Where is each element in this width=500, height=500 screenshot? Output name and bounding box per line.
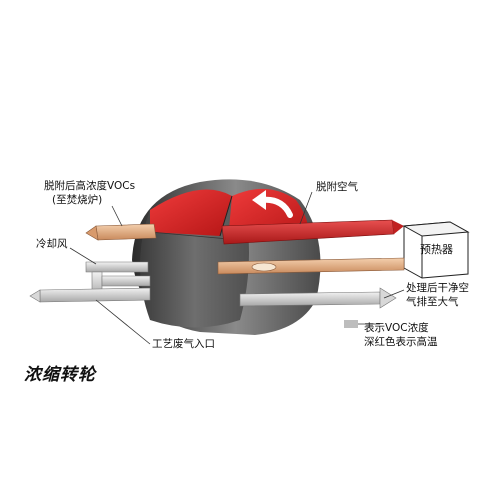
clean-air-outlet-duct (239, 287, 397, 309)
desorption-air-duct (221, 219, 404, 245)
cooling-air-duct (85, 261, 151, 297)
label-desorbed-voc-line2: (至焚烧炉) (52, 194, 103, 206)
process-inlet-duct (29, 287, 151, 303)
label-desorbed-voc-line1: 脱附后高浓度VOCs (44, 180, 136, 192)
label-legend-line2: 深红色表示高温 (364, 336, 438, 348)
label-clean-air-line1: 处理后干净空 (406, 282, 469, 294)
label-legend-line1: 表示VOC浓度 (364, 322, 429, 334)
label-process-inlet: 工艺废气入口 (152, 338, 215, 350)
label-preheater: 预热器 (420, 243, 453, 256)
heated-air-return-duct (217, 257, 405, 275)
legend-swatch (344, 320, 358, 328)
rotation-arrow-icon (252, 190, 293, 218)
label-cooling-air: 冷却风 (36, 238, 68, 250)
voc-outlet-duct (85, 223, 157, 241)
diagram-title: 浓缩转轮 (24, 365, 96, 385)
label-desorption-air: 脱附空气 (316, 181, 358, 193)
preheater-box (402, 221, 470, 279)
label-clean-air-line2: 气排至大气 (406, 296, 459, 308)
rotor-wheel (132, 179, 321, 335)
